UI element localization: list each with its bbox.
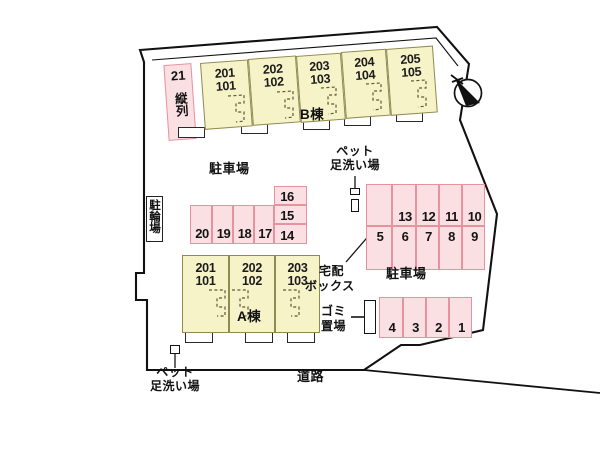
parking-stall-4[interactable]: 4 [379,297,403,338]
unit-a-201-101[interactable]: 201 101 [182,255,229,333]
pet-wash-top-post[interactable] [351,199,359,212]
parking-stall-14-number: 14 [280,228,294,243]
parking-stall-12-number: 12 [421,209,436,224]
parking-stall-16-number: 16 [280,189,294,204]
parking-stall-20[interactable]: 20 [190,205,212,244]
parking-stall-19-number: 19 [216,226,231,241]
parking-stall-7[interactable]: 7 [416,226,439,270]
a-building-tag: A棟 [237,309,262,324]
parking-label-right: 駐車場 [386,266,427,281]
parking-stall-2[interactable]: 2 [426,297,449,338]
parking-stall-17-number: 17 [258,226,272,241]
parking-stall-12[interactable]: 12 [416,184,439,226]
parking-stall-14[interactable]: 14 [274,224,307,244]
delivery-box-label-line2: ボックス [305,279,355,293]
parking-stall-4-number: 4 [388,320,396,335]
pet-wash-top-fixture[interactable] [350,188,360,195]
parking-stall-3-number: 3 [412,320,419,335]
pet-wash-top-label-line1: ペット [336,144,374,158]
unit-a-202-102[interactable]: 202 102 [229,255,275,333]
parking-stall-6-number: 6 [401,229,409,244]
parking-stall-10[interactable]: 10 [462,184,485,226]
parking-stall-3[interactable]: 3 [403,297,426,338]
unit-a-2-label: 202 102 [242,261,262,288]
pet-wash-top-label-line2: 足洗い場 [329,158,380,172]
delivery-box-label-line1: 宅配 [319,264,345,278]
parking-stall-19[interactable]: 19 [212,205,233,244]
unit-a-3-label: 203 103 [287,261,308,288]
parking-stall-top-empty[interactable] [366,184,392,226]
parking-stall-9[interactable]: 9 [462,226,485,270]
garbage-enclosure[interactable] [364,300,376,334]
parking-stall-15[interactable]: 15 [274,205,307,224]
parking-stall-13-number: 13 [398,209,412,224]
bicycle-parking-label: 駐輪場 [148,199,160,234]
parking-stall-1[interactable]: 1 [449,297,472,338]
parking-stall-17[interactable]: 17 [254,205,274,244]
parking-label-center: 駐車場 [209,161,250,176]
parking-stall-13[interactable]: 13 [392,184,416,226]
unit-a-1-label: 201 101 [195,261,216,288]
parking-stall-2-number: 2 [435,320,442,335]
pet-wash-bottom-label-line1: ペット [156,365,194,379]
parking-stall-8[interactable]: 8 [439,226,462,270]
pet-wash-bottom-label-line2: 足洗い場 [149,379,200,393]
porch-b-1 [178,127,205,138]
parking-stall-20-number: 20 [195,226,209,241]
parking-stall-16[interactable]: 16 [274,186,307,205]
b-building-tag: B棟 [300,107,325,122]
parking-stall-5-number: 5 [376,229,384,244]
parking-stall-6[interactable]: 6 [392,226,416,270]
unit-a-203-103[interactable]: 203 103 [275,255,320,333]
parking-stall-9-number: 9 [471,229,478,244]
parking-stall-15-number: 15 [280,208,294,223]
road-label: 道路 [297,369,325,384]
lot-inner-line [151,37,459,67]
parking-stall-7-number: 7 [425,229,432,244]
parking-stall-18[interactable]: 18 [233,205,254,244]
parking-stall-5[interactable]: 5 [366,226,392,270]
parking-stall-1-number: 1 [458,320,465,335]
garbage-label-line2: 置場 [321,319,347,333]
parking-stall-11[interactable]: 11 [439,184,462,226]
parking-stall-11-number: 11 [445,209,458,224]
road-edge-line [363,369,600,394]
bicycle-parking-area[interactable]: 駐輪場 [146,196,163,242]
parking-stall-18-number: 18 [237,226,252,241]
pet-wash-bottom-fixture[interactable] [170,345,180,354]
north-arrow-icon [450,74,483,108]
parking-stall-8-number: 8 [448,229,455,244]
parking-stall-10-number: 10 [467,209,482,224]
garbage-label-line1: ゴミ [321,304,347,318]
